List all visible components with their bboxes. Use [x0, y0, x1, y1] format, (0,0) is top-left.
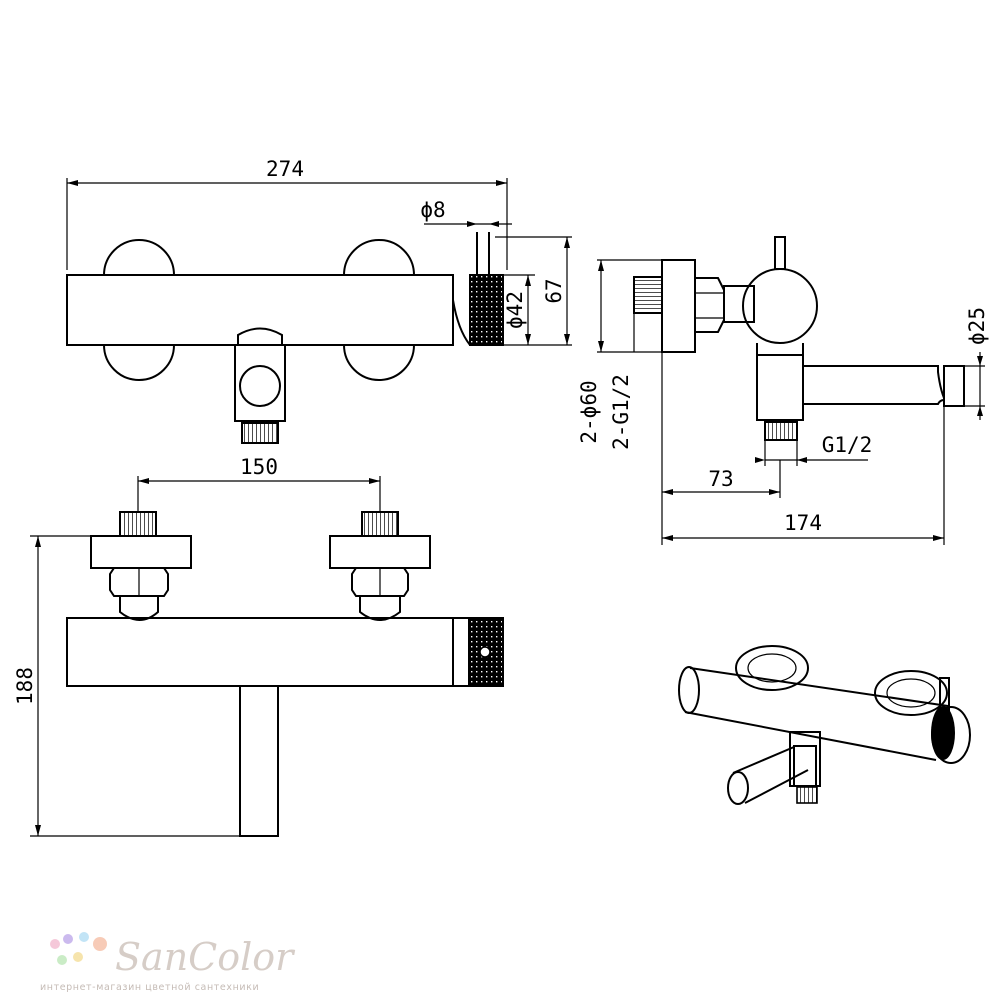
side-lever — [774, 236, 786, 270]
dim-handle-diameter: ϕ42 — [503, 291, 527, 329]
front-left-elbow — [119, 596, 159, 621]
watermark-dot — [50, 939, 60, 949]
dim-outlet-thread: G1/2 — [822, 433, 873, 457]
side-diverter — [756, 343, 804, 356]
iso-handle-face — [931, 706, 971, 764]
side-inlet-thread — [633, 276, 663, 314]
front-left-inlet-thread — [119, 511, 157, 537]
front-right-flange — [329, 535, 431, 569]
iso-right-flange — [874, 670, 948, 716]
dim-inlet-spacing: 150 — [240, 455, 278, 479]
side-flange — [661, 259, 696, 353]
dim-spout-diameter: ϕ25 — [965, 307, 989, 345]
iso-spout-tip — [727, 771, 749, 805]
front-spout — [239, 685, 279, 837]
side-spout — [803, 365, 945, 405]
front-body — [66, 617, 454, 687]
iso-body-end — [678, 666, 700, 714]
side-spout-tip — [943, 365, 965, 407]
front-right-elbow — [359, 596, 401, 621]
front-left-hex-nut — [109, 567, 169, 597]
iso-left-flange — [735, 645, 809, 691]
dim-flange-spec: 2-ϕ60 — [577, 380, 601, 443]
dim-overall-length: 274 — [266, 157, 304, 181]
watermark-dot — [79, 932, 89, 942]
watermark-tagline: интернет-магазин цветной сантехники — [40, 982, 259, 993]
top-left-flange — [103, 239, 175, 276]
side-outlet-thread — [764, 421, 798, 441]
side-connector — [723, 285, 755, 323]
dim-inlet-thread: 2-G1/2 — [609, 374, 633, 450]
iso-knurled-handle — [931, 706, 955, 760]
dim-outlet-depth: 73 — [708, 467, 733, 491]
iso-outlet-thread — [796, 786, 818, 804]
side-view: ϕ25 2-ϕ60 2-G1/2 G1/2 73 174 — [577, 236, 989, 545]
watermark-dot — [57, 955, 67, 965]
top-left-flange-lower — [103, 344, 175, 381]
front-body-collar — [452, 617, 470, 687]
watermark: SanColor интернет-магазин цветной сантех… — [40, 932, 296, 993]
iso-spout — [732, 746, 809, 804]
top-knurled-handle — [469, 274, 504, 346]
dim-body-height: 67 — [542, 278, 566, 303]
watermark-logo: SanColor — [115, 935, 296, 979]
front-right-inlet-thread — [361, 511, 399, 537]
top-view: 274 ϕ8 ϕ42 67 — [66, 157, 572, 444]
side-outlet-column — [756, 354, 804, 421]
dim-total-height: 188 — [13, 667, 37, 705]
top-body — [66, 274, 454, 346]
watermark-dots — [50, 932, 107, 965]
watermark-dot — [63, 934, 73, 944]
top-outlet-thread — [241, 422, 279, 444]
top-body-end — [452, 275, 471, 346]
iso-body — [684, 667, 949, 761]
watermark-dot — [93, 937, 107, 951]
top-outlet-bore — [239, 365, 281, 407]
top-right-flange — [343, 239, 415, 276]
front-handle-indicator — [479, 646, 491, 658]
front-view: 150 188 — [13, 455, 504, 837]
top-outlet — [234, 344, 286, 422]
front-right-hex-nut — [351, 567, 409, 597]
isometric-view — [678, 645, 971, 805]
top-right-flange-lower — [343, 344, 415, 381]
top-outlet-neck — [237, 327, 283, 345]
watermark-dot — [73, 952, 83, 962]
dim-spout-projection: 174 — [784, 511, 822, 535]
front-left-flange — [90, 535, 192, 569]
side-hex-nut — [694, 277, 725, 333]
dim-lever-diameter: ϕ8 — [420, 198, 445, 222]
